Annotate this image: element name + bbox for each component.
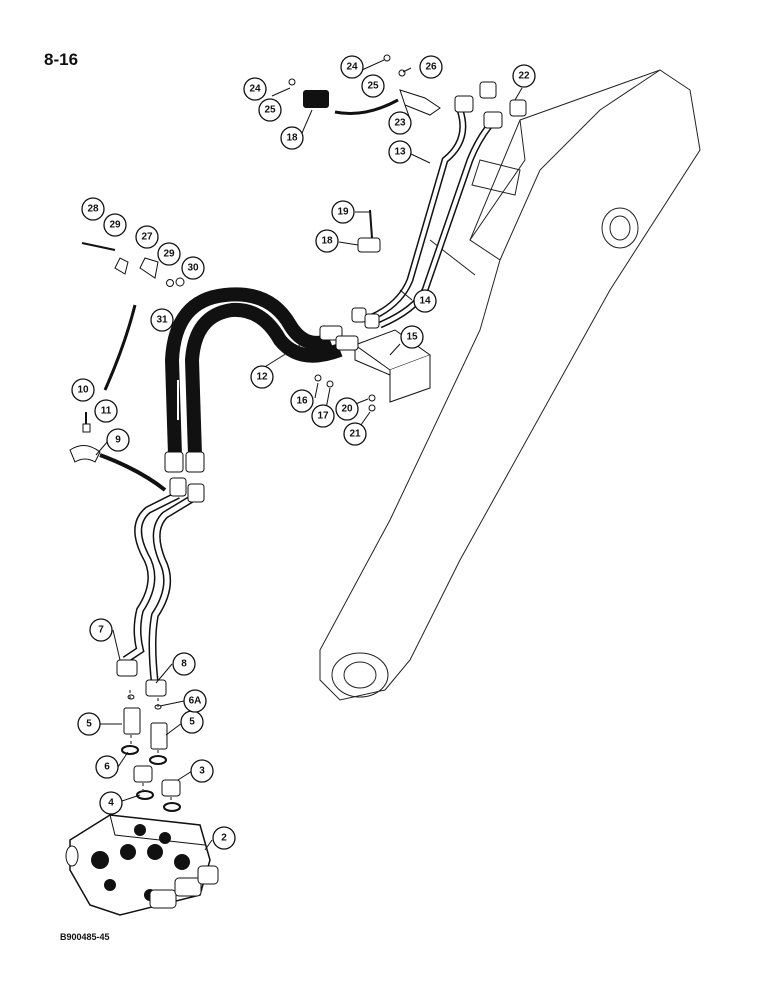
callout-28: 28 bbox=[81, 197, 105, 221]
callout-9: 9 bbox=[106, 428, 130, 452]
callout-17: 17 bbox=[311, 404, 335, 428]
svg-text:28: 28 bbox=[87, 204, 99, 215]
callout-29-upper: 29 bbox=[103, 213, 127, 237]
fittings-and-orings bbox=[121, 690, 181, 812]
svg-text:15: 15 bbox=[406, 332, 418, 343]
callouts: 2 3 4 5 5 6 6A 7 8 9 10 11 12 13 14 15 1… bbox=[71, 55, 536, 850]
callout-22: 22 bbox=[512, 64, 536, 88]
svg-text:11: 11 bbox=[101, 406, 112, 417]
clamps-and-hardware bbox=[69, 54, 441, 492]
svg-text:18: 18 bbox=[286, 133, 298, 144]
callout-31: 31 bbox=[150, 308, 174, 332]
callout-19: 19 bbox=[331, 200, 355, 224]
callout-11: 11 bbox=[94, 399, 118, 423]
callout-21: 21 bbox=[343, 422, 367, 446]
svg-text:6A: 6A bbox=[189, 696, 202, 707]
svg-text:9: 9 bbox=[115, 435, 121, 446]
svg-text:16: 16 bbox=[296, 396, 308, 407]
callout-7: 7 bbox=[89, 618, 113, 642]
callout-30: 30 bbox=[181, 256, 205, 280]
figure-code: B900485-45 bbox=[60, 932, 110, 942]
svg-text:20: 20 bbox=[341, 404, 353, 415]
svg-text:5: 5 bbox=[189, 717, 195, 728]
svg-text:24: 24 bbox=[249, 84, 261, 95]
svg-text:8: 8 bbox=[181, 659, 187, 670]
svg-text:5: 5 bbox=[86, 719, 92, 730]
callout-20: 20 bbox=[335, 397, 359, 421]
svg-text:31: 31 bbox=[156, 315, 168, 326]
svg-text:10: 10 bbox=[77, 385, 89, 396]
callout-16: 16 bbox=[290, 389, 314, 413]
callout-23: 23 bbox=[388, 111, 412, 135]
svg-text:14: 14 bbox=[419, 296, 431, 307]
callout-24-left: 24 bbox=[243, 77, 267, 101]
svg-text:30: 30 bbox=[187, 263, 199, 274]
svg-text:29: 29 bbox=[163, 249, 175, 260]
callout-24-right: 24 bbox=[340, 55, 364, 79]
svg-text:24: 24 bbox=[346, 62, 358, 73]
callout-10: 10 bbox=[71, 378, 95, 402]
callout-6a: 6A bbox=[183, 689, 207, 713]
svg-text:23: 23 bbox=[394, 118, 406, 129]
steel-tubes-lower bbox=[116, 477, 205, 697]
svg-text:4: 4 bbox=[108, 798, 114, 809]
callout-18-lower: 18 bbox=[315, 229, 339, 253]
svg-text:12: 12 bbox=[256, 372, 268, 383]
svg-text:27: 27 bbox=[141, 232, 153, 243]
svg-text:2: 2 bbox=[221, 833, 227, 844]
callout-25-right: 25 bbox=[361, 74, 385, 98]
callout-26: 26 bbox=[419, 55, 443, 79]
boom bbox=[319, 69, 701, 701]
svg-text:22: 22 bbox=[518, 71, 530, 82]
svg-text:13: 13 bbox=[394, 147, 406, 158]
callout-29-lower: 29 bbox=[157, 242, 181, 266]
control-valve bbox=[65, 814, 219, 916]
svg-text:29: 29 bbox=[109, 220, 121, 231]
callout-12: 12 bbox=[250, 365, 274, 389]
callout-25-left: 25 bbox=[258, 98, 282, 122]
leader-lines bbox=[95, 59, 523, 851]
svg-text:18: 18 bbox=[321, 236, 333, 247]
page-number: 8-16 bbox=[44, 50, 79, 69]
steel-tubes-upper bbox=[368, 81, 527, 329]
callout-3: 3 bbox=[190, 759, 214, 783]
callout-2: 2 bbox=[212, 826, 236, 850]
svg-text:3: 3 bbox=[199, 766, 205, 777]
flexible-hoses bbox=[164, 287, 380, 473]
callout-5-left: 5 bbox=[77, 712, 101, 736]
callout-5-right: 5 bbox=[180, 710, 204, 734]
callout-18-upper: 18 bbox=[280, 126, 304, 150]
svg-text:17: 17 bbox=[317, 411, 329, 422]
svg-text:6: 6 bbox=[104, 762, 110, 773]
callout-6: 6 bbox=[95, 755, 119, 779]
svg-text:25: 25 bbox=[367, 81, 379, 92]
callout-14: 14 bbox=[413, 289, 437, 313]
callout-8: 8 bbox=[172, 652, 196, 676]
callout-13: 13 bbox=[388, 140, 412, 164]
svg-text:26: 26 bbox=[425, 62, 437, 73]
callout-4: 4 bbox=[99, 791, 123, 815]
callout-27: 27 bbox=[135, 225, 159, 249]
svg-text:21: 21 bbox=[349, 429, 361, 440]
callout-15: 15 bbox=[400, 325, 424, 349]
svg-text:25: 25 bbox=[264, 105, 276, 116]
svg-text:7: 7 bbox=[98, 625, 104, 636]
svg-text:19: 19 bbox=[337, 207, 349, 218]
